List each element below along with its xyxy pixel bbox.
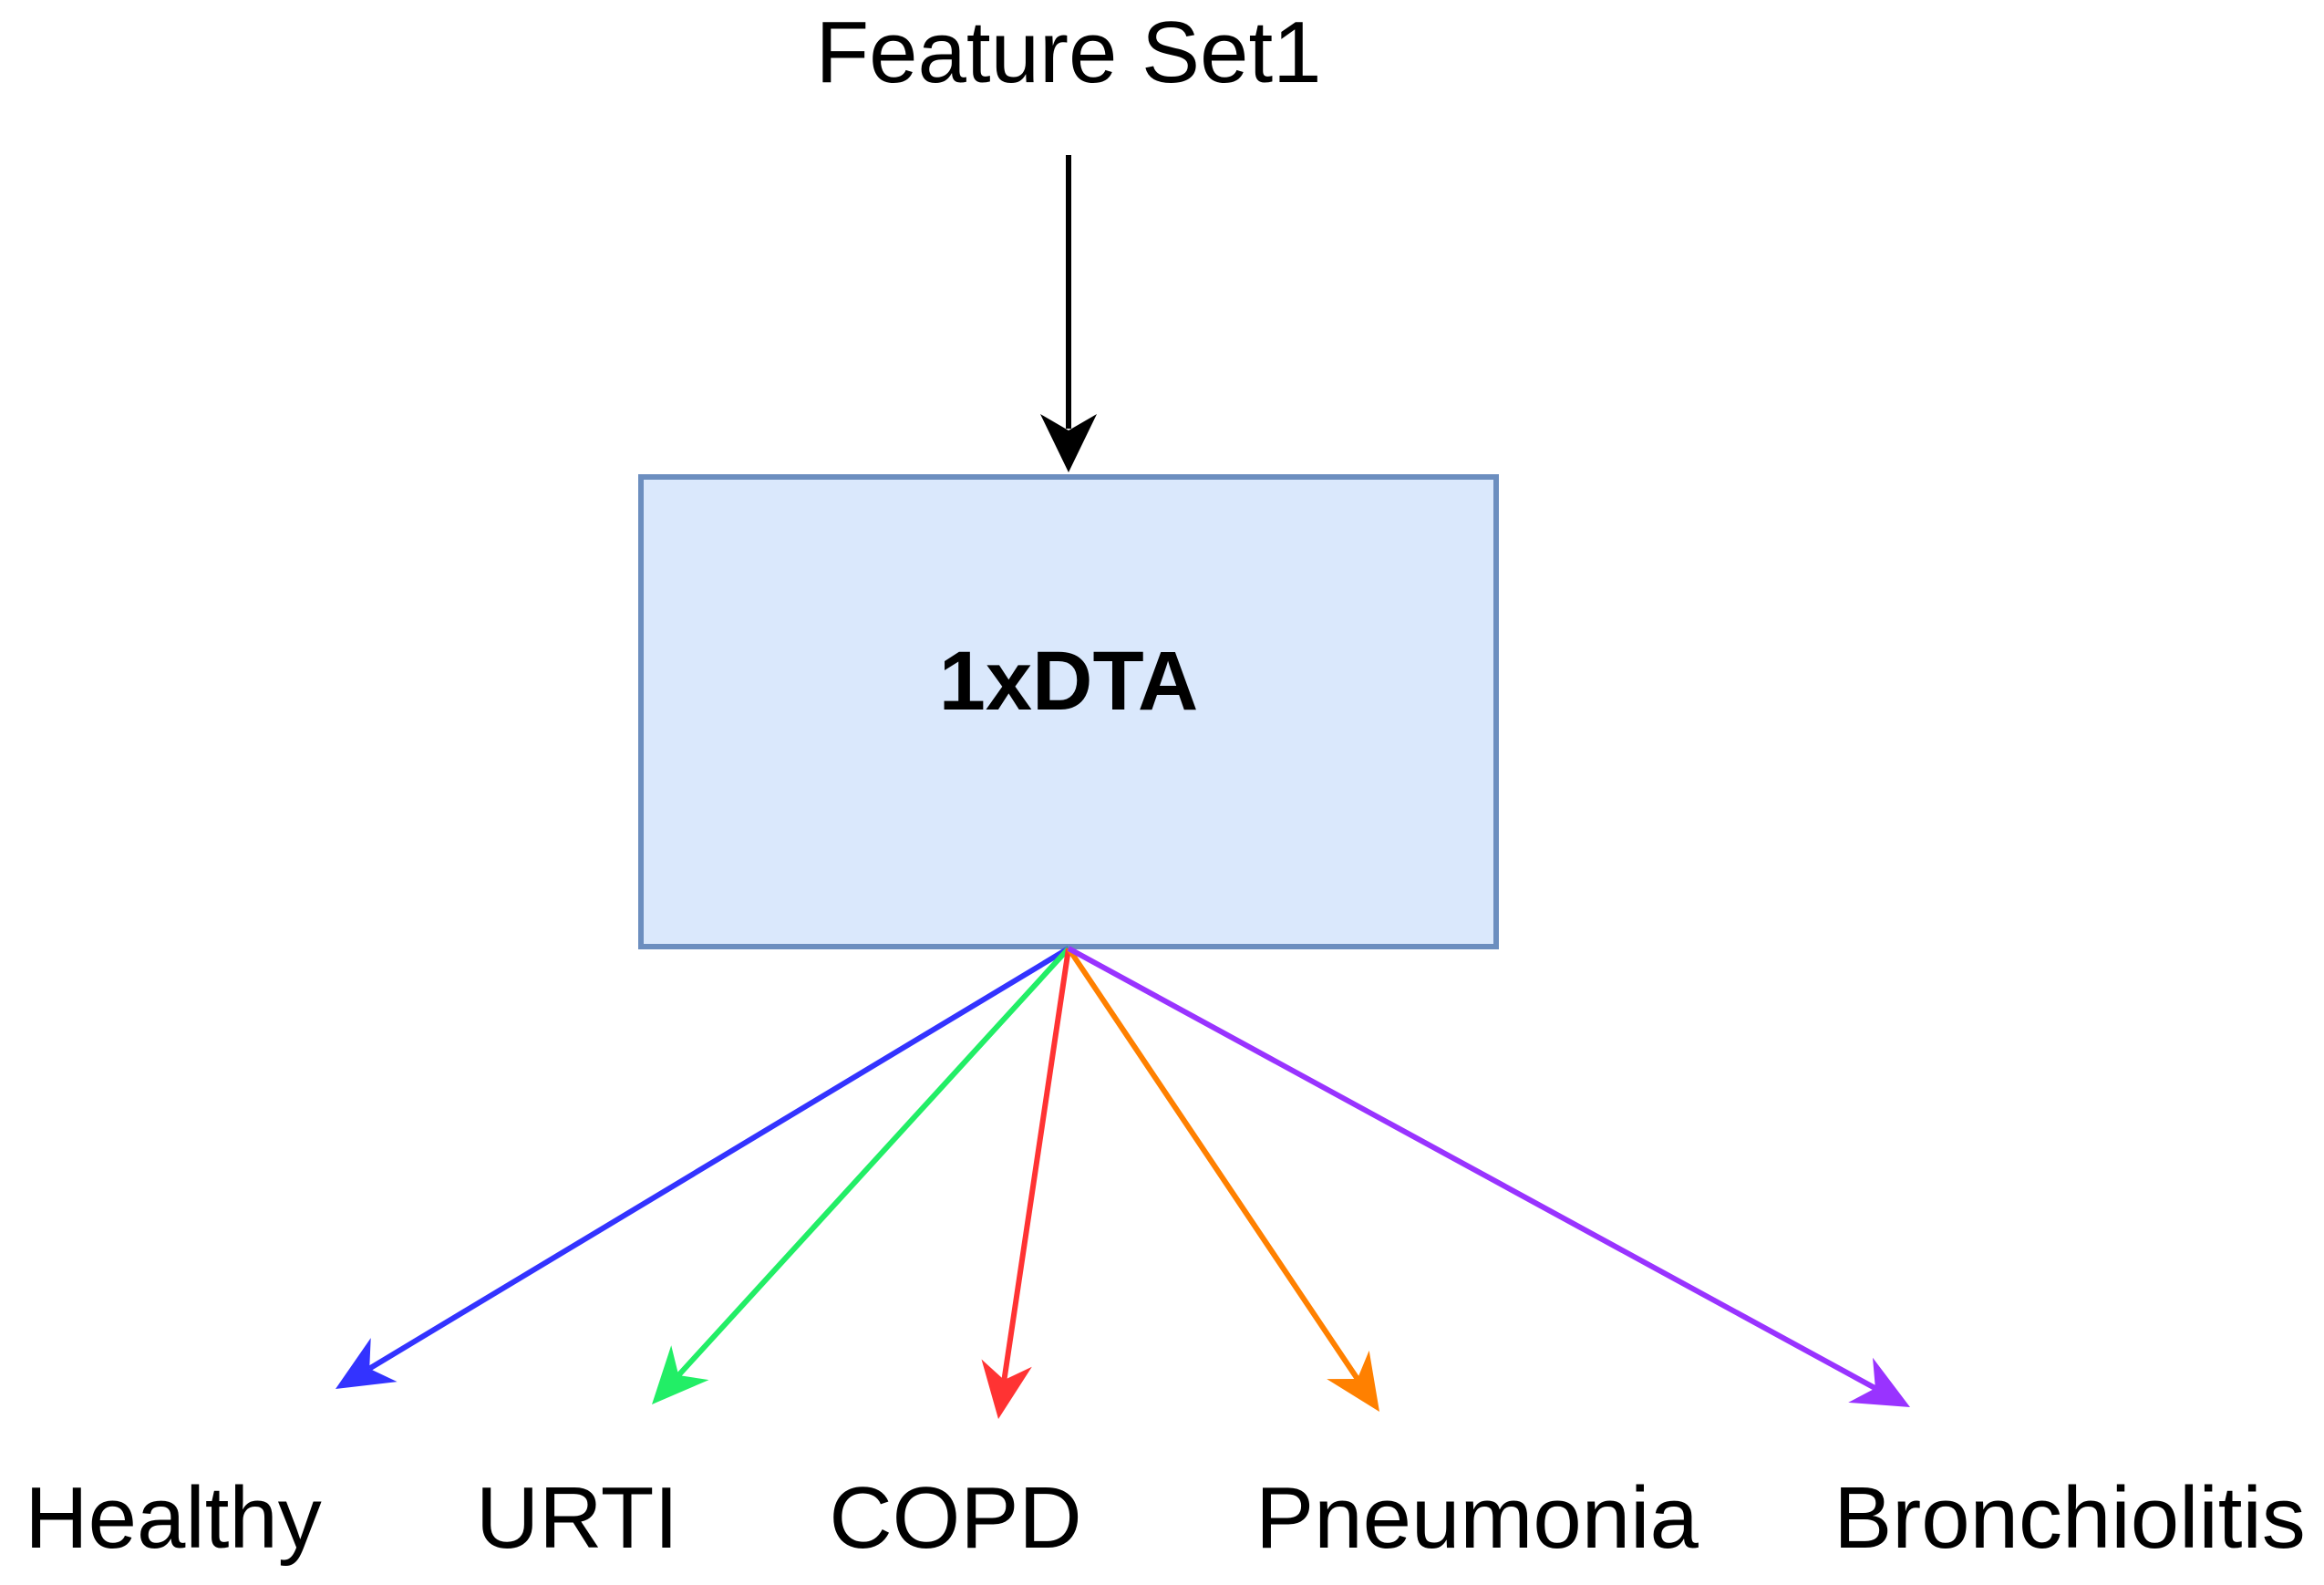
output-label-urti: URTI	[476, 1469, 678, 1567]
output-arrow-head	[336, 1338, 398, 1389]
model-box	[638, 474, 1499, 949]
output-label-bronchiolitis: Bronchiolitis	[1833, 1469, 2306, 1567]
input-label: Feature Set1	[816, 4, 1322, 101]
output-arrow-head	[981, 1359, 1032, 1419]
output-arrow-line	[677, 946, 1071, 1377]
output-label-pneumonia: Pneumonia	[1255, 1469, 1699, 1567]
input-arrow	[1040, 155, 1097, 472]
output-arrow-line	[1001, 948, 1071, 1381]
output-arrow-bronchiolitis	[1067, 946, 1910, 1407]
output-arrow-copd	[981, 948, 1071, 1419]
output-arrow-urti	[652, 946, 1071, 1404]
output-arrow-line	[1067, 946, 1877, 1391]
output-arrow-healthy	[336, 946, 1070, 1389]
output-label-healthy: Healthy	[25, 1469, 322, 1567]
model-label: 1xDTA	[939, 635, 1199, 728]
output-label-copd: COPD	[829, 1469, 1081, 1567]
output-arrow-head	[1327, 1350, 1379, 1412]
output-arrows	[336, 946, 1910, 1419]
output-arrow-head	[1848, 1357, 1910, 1407]
output-arrow-line	[367, 946, 1070, 1372]
output-arrow-pneumonia	[1066, 947, 1379, 1412]
output-arrow-head	[652, 1345, 709, 1404]
output-arrow-line	[1066, 947, 1360, 1381]
